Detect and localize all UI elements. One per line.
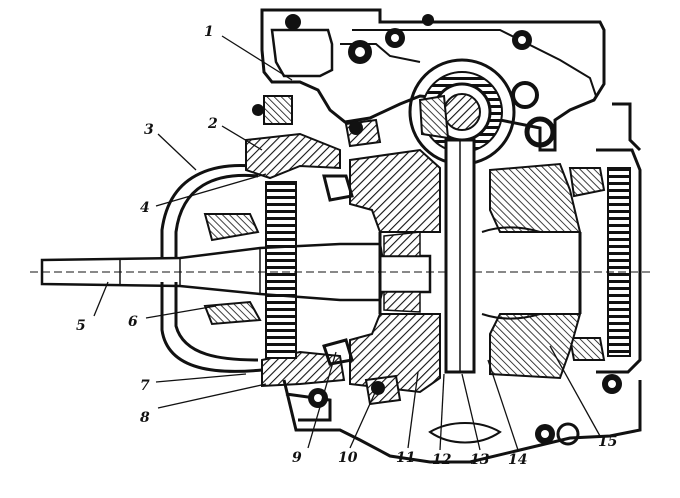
top-bearing bbox=[408, 58, 516, 166]
label-10: 10 bbox=[338, 450, 358, 466]
label-4: 4 bbox=[140, 200, 150, 216]
label-13: 13 bbox=[470, 452, 490, 468]
label-15: 15 bbox=[598, 434, 617, 450]
label-2: 2 bbox=[207, 116, 218, 132]
input-shaft bbox=[30, 242, 650, 302]
label-1: 1 bbox=[204, 24, 214, 40]
label-9: 9 bbox=[292, 450, 302, 466]
label-12: 12 bbox=[432, 452, 452, 468]
label-5: 5 bbox=[76, 318, 86, 334]
label-14: 14 bbox=[508, 452, 527, 468]
label-11: 11 bbox=[396, 450, 415, 466]
left-flange bbox=[245, 132, 642, 464]
label-3: 3 bbox=[144, 122, 154, 138]
top-housing bbox=[260, 8, 606, 152]
rubber-boot bbox=[160, 164, 269, 373]
label-7: 7 bbox=[140, 378, 150, 394]
callout-labels: 1 2 3 4 5 6 7 8 9 10 11 12 13 14 15 bbox=[76, 24, 617, 468]
leader-lines bbox=[93, 35, 601, 451]
label-6: 6 bbox=[128, 314, 138, 330]
label-8: 8 bbox=[140, 410, 150, 426]
right-housing bbox=[568, 102, 642, 374]
